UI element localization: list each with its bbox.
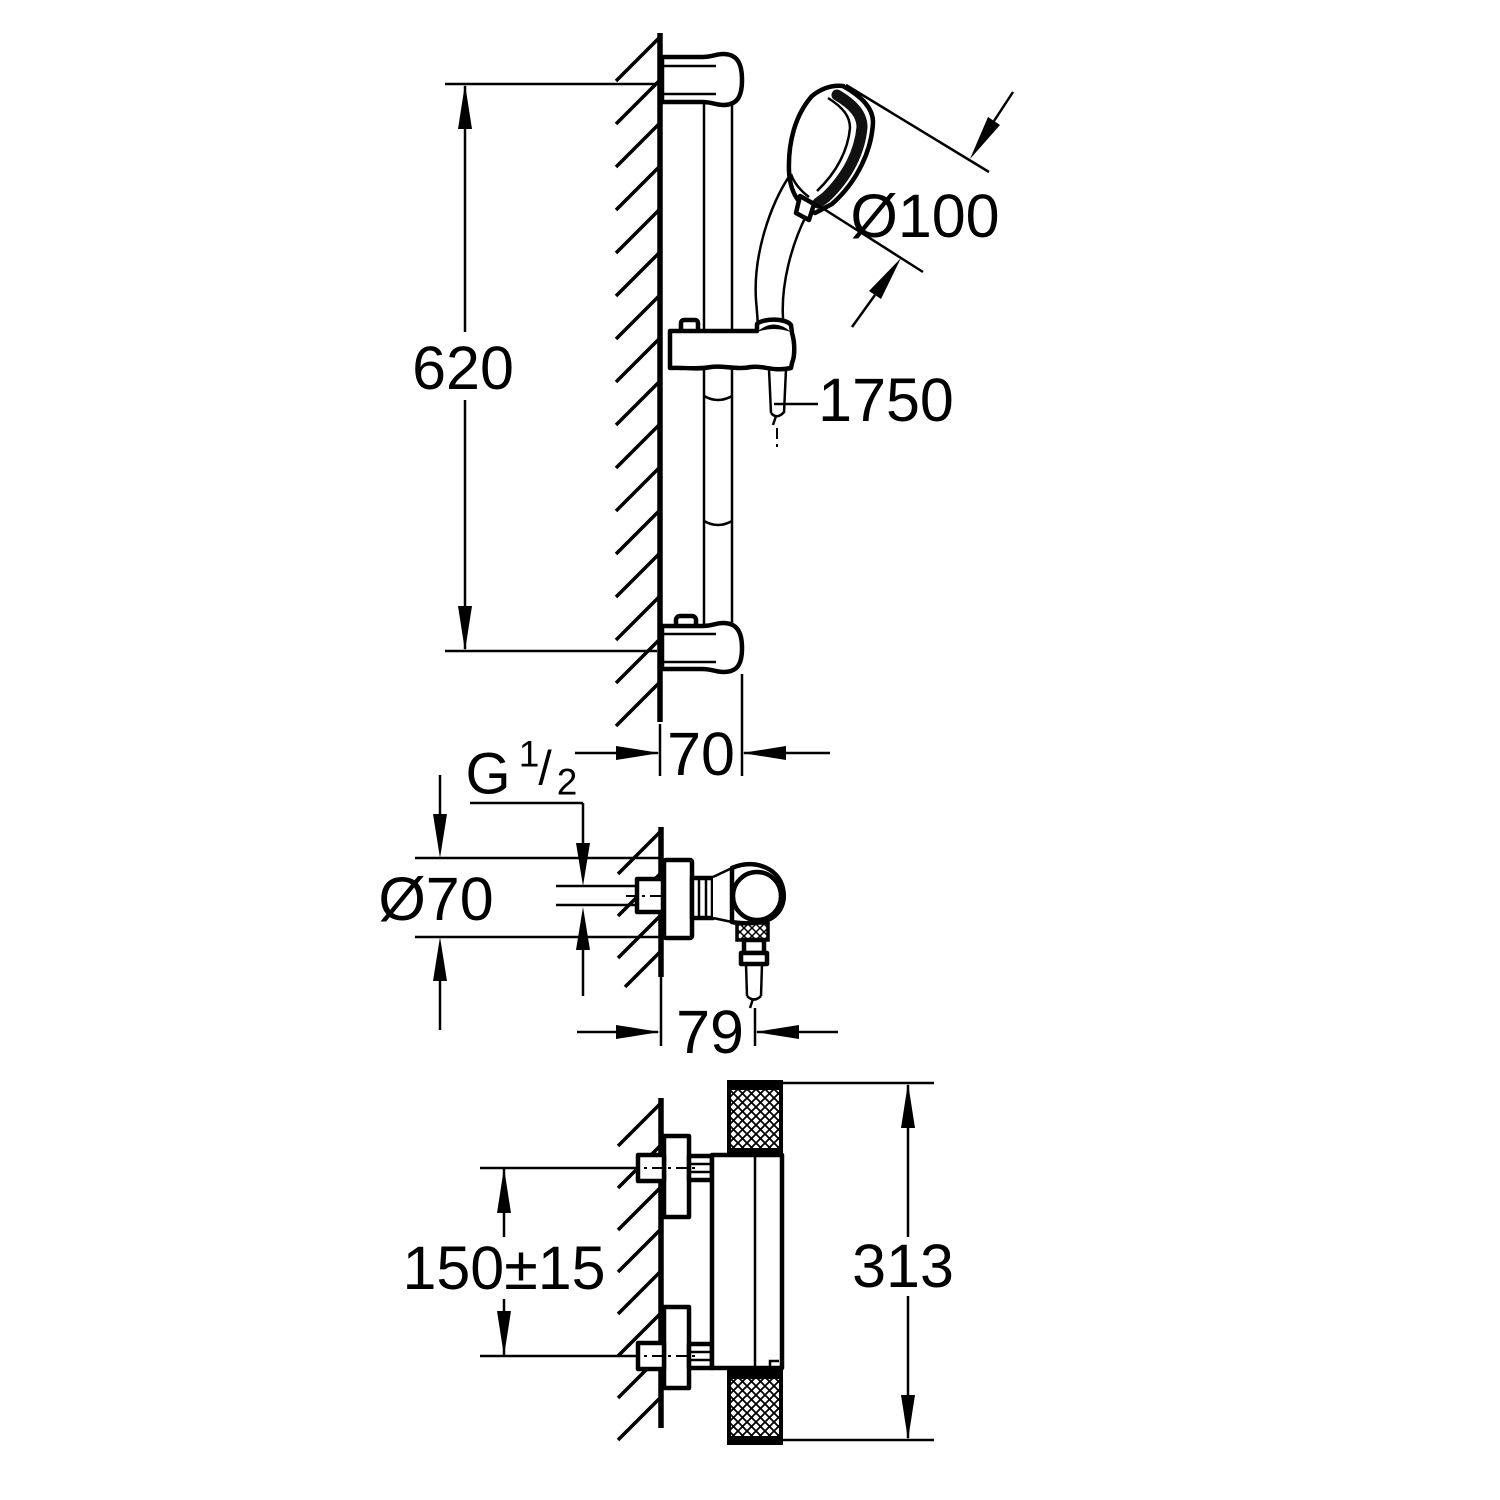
spray-face	[812, 89, 868, 209]
dimension-escutcheon-diameter: Ø70	[378, 775, 662, 1030]
rail-joint-mark	[703, 519, 733, 527]
handle-outer-edge	[754, 174, 792, 332]
dimension-rail-wall-offset: 70	[575, 674, 830, 788]
thermostat-knob-top	[727, 1080, 783, 1157]
rail-bracket-top	[659, 51, 745, 108]
thermostat-mixer	[628, 1080, 785, 1445]
dimension-thread-size: G 1 / 2	[465, 734, 590, 996]
mode-lever	[793, 193, 817, 223]
hand-shower	[754, 83, 876, 332]
holder-body	[667, 317, 797, 372]
handle-inner-edge	[781, 215, 808, 332]
inlet-escutcheon-top	[661, 1133, 692, 1220]
thread-slash-label: /	[538, 743, 552, 796]
rail-bracket-bottom	[659, 613, 745, 675]
dim-handshower-diameter-label: Ø100	[850, 182, 999, 250]
valve-escutcheon	[661, 857, 695, 941]
thread-numerator-label: 1	[519, 734, 540, 775]
dim-valve-wall-offset-label: 79	[676, 998, 744, 1066]
dim-escutcheon-diameter-label: Ø70	[378, 865, 493, 933]
thread-letter-label: G	[465, 742, 510, 807]
wall-bottom-section	[616, 1098, 664, 1442]
dimension-rail-height: 620	[412, 82, 657, 653]
thread-denominator-label: 2	[557, 762, 578, 803]
rail-joint-mark	[703, 394, 733, 402]
dimension-inlet-spacing: 150±15	[402, 1166, 636, 1358]
dim-hose-length-label: 1750	[818, 366, 954, 434]
thermostat-knob-bottom	[727, 1370, 783, 1445]
dim-thermostat-height-label: 313	[852, 1232, 954, 1300]
wall-top-section	[614, 33, 663, 728]
dim-inlet-spacing-label: 150±15	[402, 1234, 605, 1302]
shower-rail	[659, 51, 745, 675]
dimension-handshower-diameter: Ø100	[815, 83, 1015, 328]
thermostat-body	[709, 1152, 785, 1371]
dim-rail-height-label: 620	[412, 334, 514, 402]
dimension-valve-wall-offset: 79	[577, 998, 838, 1066]
dimension-hose-length: 1750	[774, 366, 954, 434]
shower-hose-top	[767, 368, 788, 450]
dimension-thermostat-height: 313	[783, 1081, 954, 1442]
valve-hex	[689, 875, 716, 921]
face-rim-line	[816, 96, 852, 192]
wall-union-valve	[556, 857, 786, 1046]
valve-knob	[730, 869, 784, 923]
slider-holder	[667, 317, 797, 372]
head-handle-junction	[789, 173, 810, 198]
hose-coupling-nut	[735, 921, 770, 942]
inlet-escutcheon-bottom	[661, 1304, 692, 1391]
holder-grip-cup	[757, 324, 791, 332]
dim-rail-wall-offset-label: 70	[667, 720, 735, 788]
valve-cone-fill	[713, 868, 732, 922]
